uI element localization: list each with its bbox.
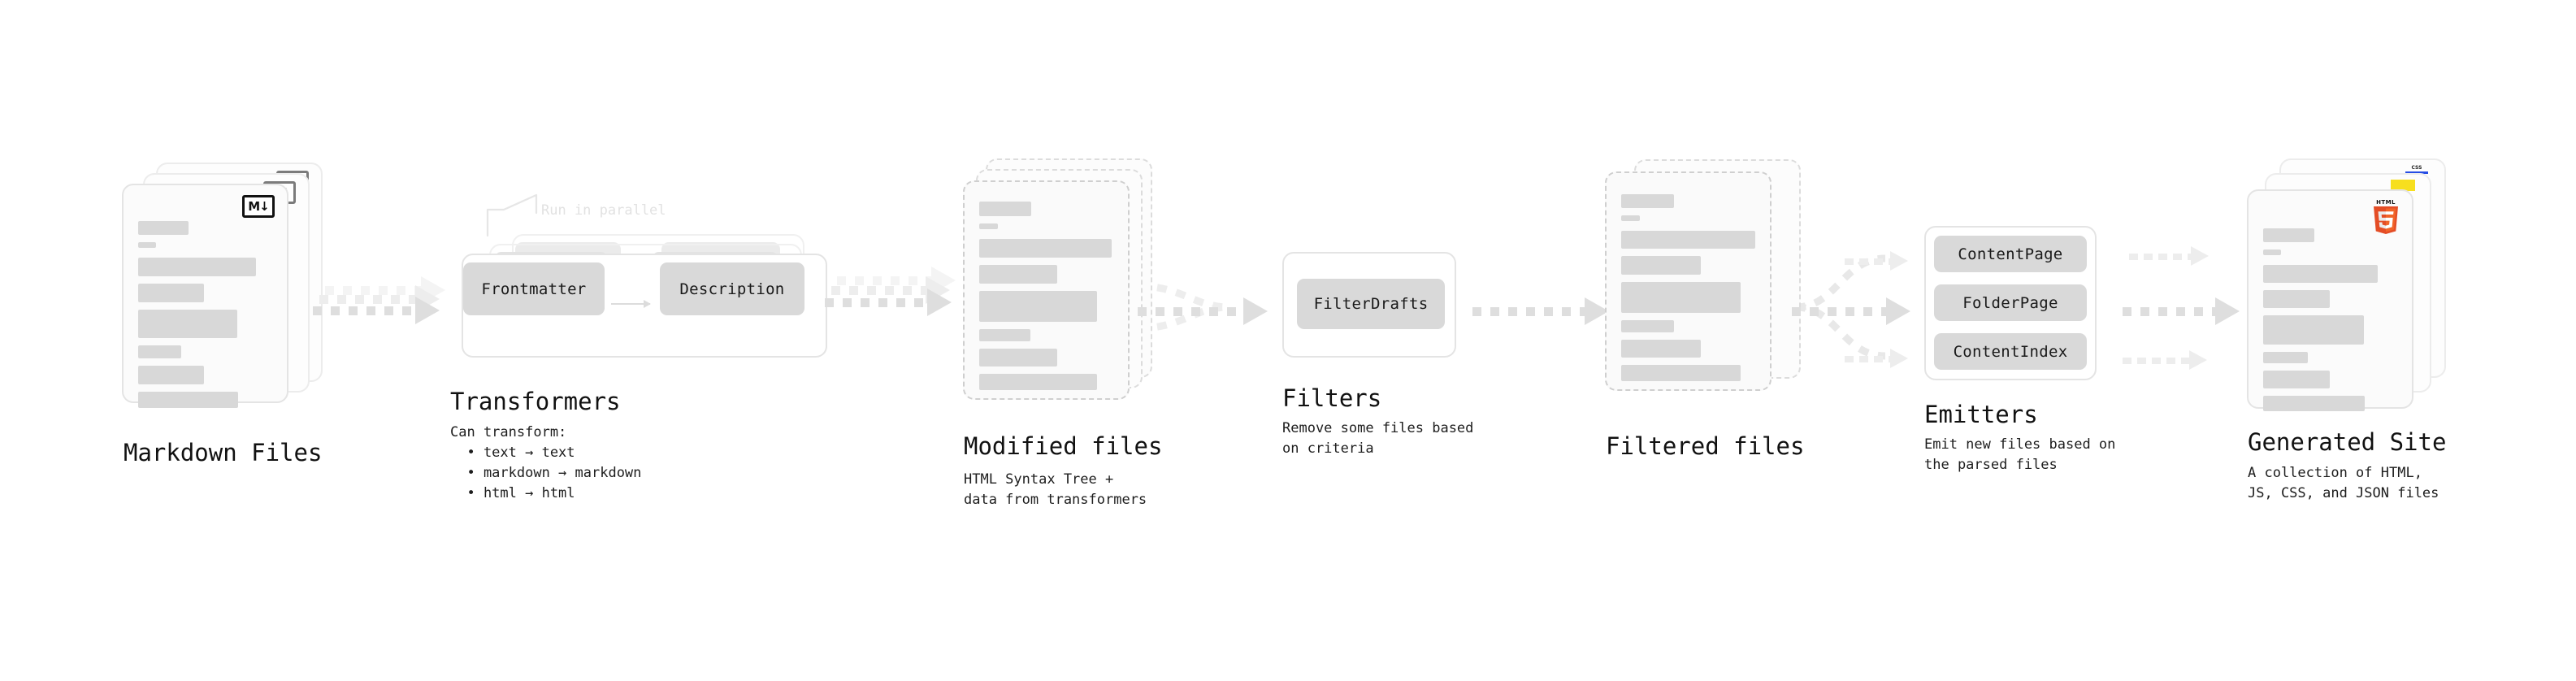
stage-generated-site: CSS HTML xyxy=(2247,158,2458,443)
line-para-2 xyxy=(2263,290,2330,308)
line-meta xyxy=(2263,249,2281,255)
generated-site-title: Generated Site xyxy=(2248,428,2447,456)
line-title xyxy=(979,202,1031,216)
line-para-3 xyxy=(138,310,237,338)
filters-title: Filters xyxy=(1282,384,1382,412)
markdown-card-lines xyxy=(138,221,272,415)
markdown-card[interactable]: M↓ xyxy=(122,184,288,408)
filters-subtitle: Remove some files based on criteria xyxy=(1282,420,1474,457)
line-para-1 xyxy=(2263,265,2378,283)
line-para-3 xyxy=(979,291,1097,322)
line-para-1 xyxy=(979,239,1112,258)
html5-badge-label: HTML xyxy=(2376,199,2396,206)
emitter-chip-contentindex[interactable]: ContentIndex xyxy=(1934,333,2087,370)
line-para-4 xyxy=(1621,320,1674,332)
markdown-files-title: Markdown Files xyxy=(124,439,323,466)
line-para-3 xyxy=(1621,282,1741,313)
filter-chip-filterdrafts[interactable]: FilterDrafts xyxy=(1297,279,1445,329)
line-para-2 xyxy=(979,265,1057,284)
site-card-lines xyxy=(2263,228,2397,419)
line-para-6 xyxy=(2263,396,2365,411)
stage-transformers: Run in parallel Frontmatter Description xyxy=(439,187,845,431)
stage-markdown-files: M↓ M↓ M↓ xyxy=(122,163,333,439)
css-badge-label: CSS xyxy=(2411,165,2422,171)
line-para-4 xyxy=(2263,352,2308,363)
html5-badge: HTML xyxy=(2371,199,2400,234)
modified-card-lines xyxy=(979,202,1113,397)
line-para-5 xyxy=(2263,371,2330,388)
line-para-6 xyxy=(138,392,238,408)
line-para-6 xyxy=(979,374,1097,390)
line-title xyxy=(1621,194,1674,208)
stage-filtered-files xyxy=(1605,159,1808,436)
site-card[interactable]: HTML xyxy=(2247,189,2413,411)
run-in-parallel-label: Run in parallel xyxy=(541,202,666,219)
transformers-subtitle: Can transform: • text → text • markdown … xyxy=(450,424,642,501)
stage-modified-files xyxy=(963,158,1174,435)
line-meta xyxy=(979,223,998,229)
line-para-2 xyxy=(138,284,204,302)
line-para-6 xyxy=(1621,365,1741,381)
line-title xyxy=(2263,228,2314,242)
emitters-title: Emitters xyxy=(1924,401,2038,428)
modified-files-title: Modified files xyxy=(964,432,1163,460)
line-para-5 xyxy=(1621,340,1701,358)
line-para-3 xyxy=(2263,315,2364,345)
stage-emitters: ContentPage FolderPage ContentIndex xyxy=(1924,226,2111,388)
html5-shield-icon xyxy=(2373,206,2399,234)
line-para-2 xyxy=(1621,256,1701,275)
filtered-card-lines xyxy=(1621,194,1755,388)
line-para-1 xyxy=(138,258,256,276)
line-para-4 xyxy=(138,345,181,358)
line-meta xyxy=(138,242,156,248)
line-para-1 xyxy=(1621,231,1755,249)
transformer-inner-arrow xyxy=(611,300,651,308)
markdown-badge: M↓ xyxy=(242,195,275,218)
line-title xyxy=(138,221,189,235)
generated-site-subtitle: A collection of HTML, JS, CSS, and JSON … xyxy=(2248,465,2439,501)
css-badge-bar xyxy=(2405,171,2428,174)
line-para-5 xyxy=(979,349,1057,367)
modified-card[interactable] xyxy=(963,180,1130,400)
stage-filters: FilterDrafts xyxy=(1282,252,1461,362)
css-badge: CSS xyxy=(2405,166,2428,174)
transformer-chip-description[interactable]: Description xyxy=(660,262,804,315)
modified-files-subtitle: HTML Syntax Tree + data from transformer… xyxy=(964,471,1147,508)
transformer-chip-frontmatter[interactable]: Frontmatter xyxy=(463,262,605,315)
line-meta xyxy=(1621,215,1640,221)
line-para-5 xyxy=(138,366,204,384)
emitters-subtitle: Emit new files based on the parsed files xyxy=(1924,436,2116,473)
filtered-files-title: Filtered files xyxy=(1606,432,1805,460)
line-para-4 xyxy=(979,329,1030,341)
js-badge xyxy=(2391,180,2415,191)
transformers-title: Transformers xyxy=(450,388,621,415)
emitter-chip-contentpage[interactable]: ContentPage xyxy=(1934,236,2087,272)
filtered-card[interactable] xyxy=(1605,171,1772,391)
emitter-chip-folderpage[interactable]: FolderPage xyxy=(1934,284,2087,321)
